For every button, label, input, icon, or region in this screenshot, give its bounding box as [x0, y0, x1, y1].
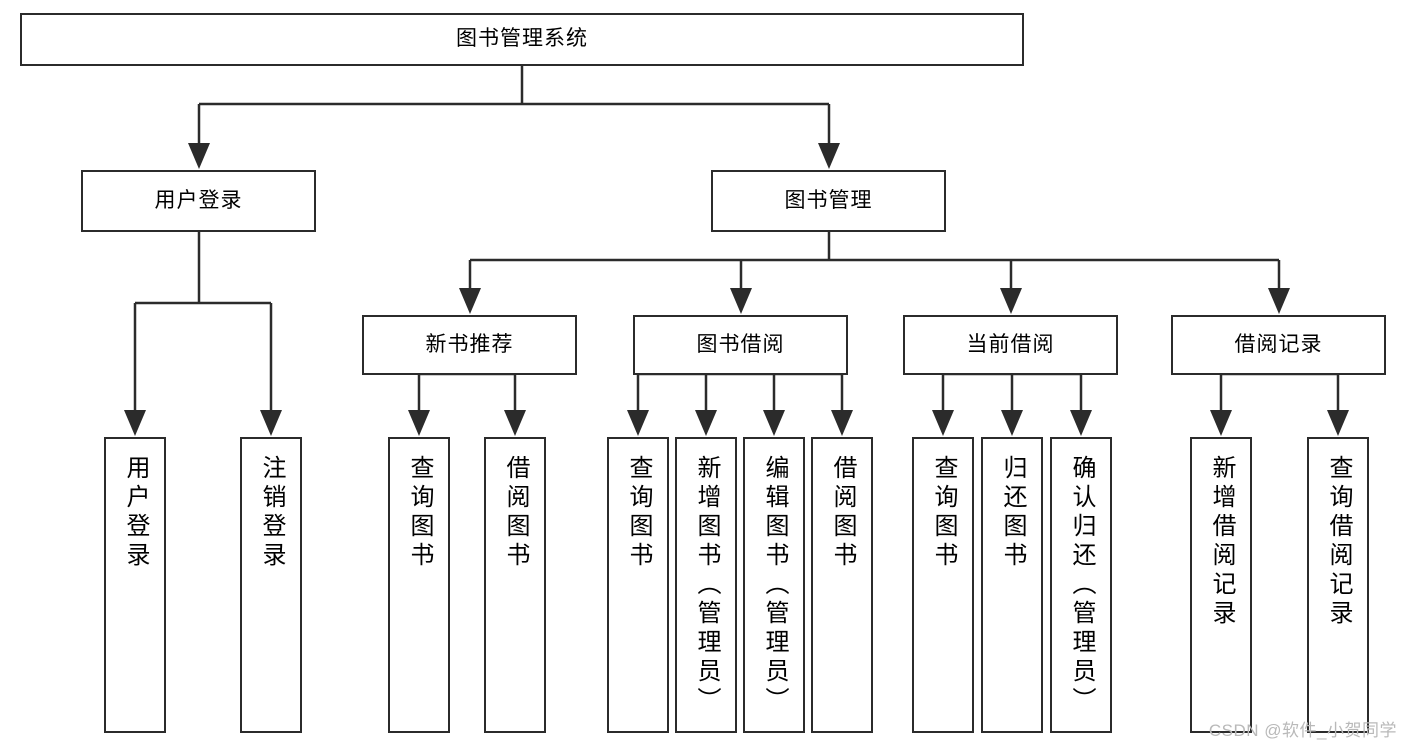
arrowhead-icon — [932, 410, 954, 436]
node-label: 查询图书 — [930, 455, 957, 571]
arrowhead-icon — [459, 288, 481, 314]
arrowhead-icon — [1327, 410, 1349, 436]
node-label: 图书管理 — [784, 188, 873, 212]
node-c-query[interactable]: 查询图书 — [912, 437, 974, 733]
node-label: 新书推荐 — [425, 332, 514, 356]
arrowhead-icon — [695, 410, 717, 436]
arrowhead-icon — [408, 410, 430, 436]
arrowhead-icon — [504, 410, 526, 436]
node-label: 归还图书 — [999, 455, 1026, 571]
node-l-login[interactable]: 用户登录 — [104, 437, 166, 733]
edge-group — [124, 66, 1349, 436]
node-borrow[interactable]: 图书借阅 — [633, 315, 848, 375]
node-label: 新增图书（管理员） — [693, 455, 720, 716]
node-c-confirm[interactable]: 确认归还（管理员） — [1050, 437, 1112, 733]
arrowhead-icon — [831, 410, 853, 436]
node-label: 借阅图书 — [502, 455, 529, 571]
node-label: 借阅记录 — [1234, 332, 1323, 356]
arrowhead-icon — [1268, 288, 1290, 314]
node-newbook[interactable]: 新书推荐 — [362, 315, 577, 375]
node-label: 图书借阅 — [696, 332, 785, 356]
node-records[interactable]: 借阅记录 — [1171, 315, 1386, 375]
node-bookmgmt[interactable]: 图书管理 — [711, 170, 946, 232]
arrowhead-icon — [124, 410, 146, 436]
node-b-query[interactable]: 查询图书 — [607, 437, 669, 733]
node-r-query[interactable]: 查询借阅记录 — [1307, 437, 1369, 733]
node-label: 当前借阅 — [966, 332, 1055, 356]
arrowhead-icon — [818, 143, 840, 169]
node-label: 查询图书 — [625, 455, 652, 571]
node-c-return[interactable]: 归还图书 — [981, 437, 1043, 733]
node-label: 确认归还（管理员） — [1068, 455, 1095, 716]
node-b-borrow[interactable]: 借阅图书 — [811, 437, 873, 733]
node-label: 借阅图书 — [829, 455, 856, 571]
node-label: 图书管理系统 — [456, 27, 588, 51]
node-label: 用户登录 — [154, 188, 243, 212]
arrowhead-icon — [1070, 410, 1092, 436]
node-l-logout[interactable]: 注销登录 — [240, 437, 302, 733]
arrowhead-icon — [260, 410, 282, 436]
node-label: 编辑图书（管理员） — [761, 455, 788, 716]
node-b-add[interactable]: 新增图书（管理员） — [675, 437, 737, 733]
arrowhead-icon — [1001, 410, 1023, 436]
arrowhead-icon — [1000, 288, 1022, 314]
node-n-query[interactable]: 查询图书 — [388, 437, 450, 733]
node-label: 用户登录 — [122, 455, 149, 571]
node-login[interactable]: 用户登录 — [81, 170, 316, 232]
node-current[interactable]: 当前借阅 — [903, 315, 1118, 375]
node-root[interactable]: 图书管理系统 — [20, 13, 1024, 66]
node-label: 查询借阅记录 — [1325, 455, 1352, 629]
arrowhead-icon — [627, 410, 649, 436]
arrowhead-icon — [188, 143, 210, 169]
node-n-borrow[interactable]: 借阅图书 — [484, 437, 546, 733]
node-r-add[interactable]: 新增借阅记录 — [1190, 437, 1252, 733]
node-label: 新增借阅记录 — [1208, 455, 1235, 629]
node-label: 注销登录 — [258, 455, 285, 571]
arrowhead-icon — [763, 410, 785, 436]
node-label: 查询图书 — [406, 455, 433, 571]
arrowhead-icon — [730, 288, 752, 314]
arrowhead-icon — [1210, 410, 1232, 436]
node-b-edit[interactable]: 编辑图书（管理员） — [743, 437, 805, 733]
